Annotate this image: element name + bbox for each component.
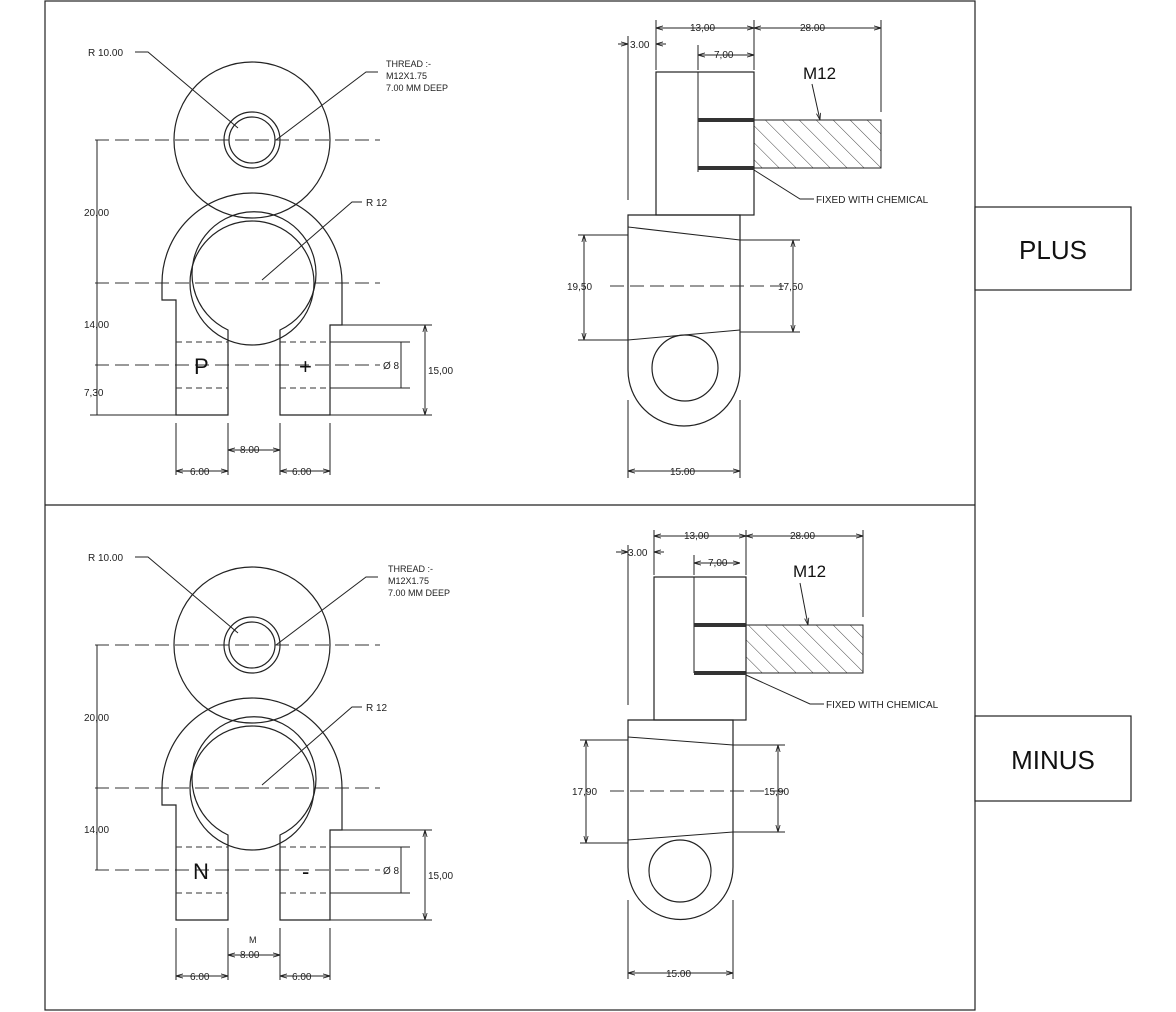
dim-upper-height: 20,00 (84, 713, 109, 724)
fixed-note: FIXED WITH CHEMICAL (826, 700, 939, 711)
dim-offset: 3.00 (630, 40, 650, 51)
leader-chemical (753, 169, 814, 200)
terminal-body (161, 697, 343, 921)
thread-bore (223, 616, 281, 674)
leader-bolt (799, 582, 808, 625)
right-lug-width: 6.00 (292, 467, 312, 478)
leader-outer-radius (135, 556, 239, 634)
polarity-tag (974, 206, 1132, 291)
lug-height: 15,00 (428, 366, 453, 377)
right-lug-width: 6.00 (292, 972, 312, 983)
left-lug-width: 6.00 (190, 972, 210, 983)
panel-plus: 20,00 14,00 7,30 R 10.00 THREAD :- M12X1… (84, 20, 1132, 478)
dim-mid-height: 14,00 (84, 320, 109, 331)
ring-bore (189, 725, 315, 851)
polarity-tag (974, 715, 1132, 802)
gap-width: 8.00 (240, 445, 260, 456)
dim-offset: 3.00 (628, 548, 648, 559)
thread-note-line-2: M12X1.75 (388, 576, 429, 586)
bottom-width: 15.00 (666, 969, 691, 980)
outer-radius-label: R 10.00 (88, 553, 123, 564)
washer-outline (173, 61, 331, 219)
gap-marker: M (249, 935, 257, 945)
leader-bolt (811, 83, 820, 120)
leader-outer-radius (135, 51, 239, 129)
lower-block (627, 719, 734, 921)
terminal-right-symbol: - (302, 859, 309, 884)
dim-bore: 7,00 (714, 50, 734, 61)
outer-radius-label: R 10.00 (88, 48, 123, 59)
terminal-left-symbol: P (194, 354, 209, 379)
front-view: 20,00 14,00 7,30 R 10.00 THREAD :- M12X1… (84, 48, 453, 478)
dim-top-left: 13,00 (690, 23, 715, 34)
inner-radius-label: R 12 (366, 703, 388, 714)
dim-top-left: 13,00 (684, 531, 709, 542)
thread-bore-inner (228, 116, 276, 164)
thread-bore (223, 111, 281, 169)
taper-right: 15,90 (764, 787, 789, 798)
thread-note-line-1: THREAD :- (388, 564, 433, 574)
dim-upper-height: 20,00 (84, 208, 109, 219)
bolt-label: M12 (803, 64, 836, 83)
lug-height: 15,00 (428, 871, 453, 882)
terminal-right-symbol: + (299, 354, 312, 379)
dim-top-right: 28.00 (800, 23, 825, 34)
taper-line (627, 226, 741, 241)
left-lug-width: 6.00 (190, 467, 210, 478)
bottom-width: 15.00 (670, 467, 695, 478)
thread-note-line-1: THREAD :- (386, 59, 431, 69)
panel-minus: 20,00 14,00 R 10.00 THREAD :- M12X1.75 7… (84, 530, 1132, 983)
m12-bolt-section (753, 119, 882, 169)
leader-thread (275, 71, 378, 141)
bolt-label: M12 (793, 562, 826, 581)
taper-left: 17,90 (572, 787, 597, 798)
hole-diameter: Ø 8 (383, 866, 400, 877)
dim-mid-height: 14,00 (84, 825, 109, 836)
taper-left: 19,50 (567, 282, 592, 293)
side-hole (651, 334, 719, 402)
side-view: 13,00 28.00 7,00 3.00 M12 FIXED WITH CHE… (567, 20, 929, 478)
upper-block (655, 71, 755, 216)
lower-block (627, 214, 741, 427)
dim-lower-height: 7,30 (84, 388, 104, 399)
leader-chemical (745, 674, 824, 705)
leader-inner-radius (261, 706, 362, 786)
upper-block (653, 576, 747, 721)
terminal-left-symbol: N (193, 859, 209, 884)
thread-bore-inner (228, 621, 276, 669)
thread-note-line-2: M12X1.75 (386, 71, 427, 81)
leader-thread (275, 576, 378, 646)
inner-radius-label: R 12 (366, 198, 388, 209)
thread-note-line-3: 7.00 MM DEEP (386, 83, 448, 93)
hole-diameter: Ø 8 (383, 361, 400, 372)
taper-line (627, 831, 734, 841)
dim-top-right: 28.00 (790, 531, 815, 542)
thread-note-line-3: 7.00 MM DEEP (388, 588, 450, 598)
ring-bore (189, 220, 315, 346)
washer-outline (173, 566, 331, 724)
leader-inner-radius (261, 201, 362, 281)
polarity-label: MINUS (1011, 745, 1095, 775)
side-hole (648, 839, 712, 903)
fixed-note: FIXED WITH CHEMICAL (816, 195, 929, 206)
gap-width: 8.00 (240, 950, 260, 961)
polarity-label: PLUS (1019, 235, 1087, 265)
dim-bore: 7,00 (708, 558, 728, 569)
taper-line (627, 736, 734, 746)
front-view: 20,00 14,00 R 10.00 THREAD :- M12X1.75 7… (84, 553, 453, 983)
taper-right: 17,50 (778, 282, 803, 293)
side-view: 13,00 28.00 7,00 3.00 M12 FIXED WITH CHE… (572, 530, 939, 980)
terminal-body (161, 192, 343, 416)
m12-bolt-section (745, 624, 864, 674)
